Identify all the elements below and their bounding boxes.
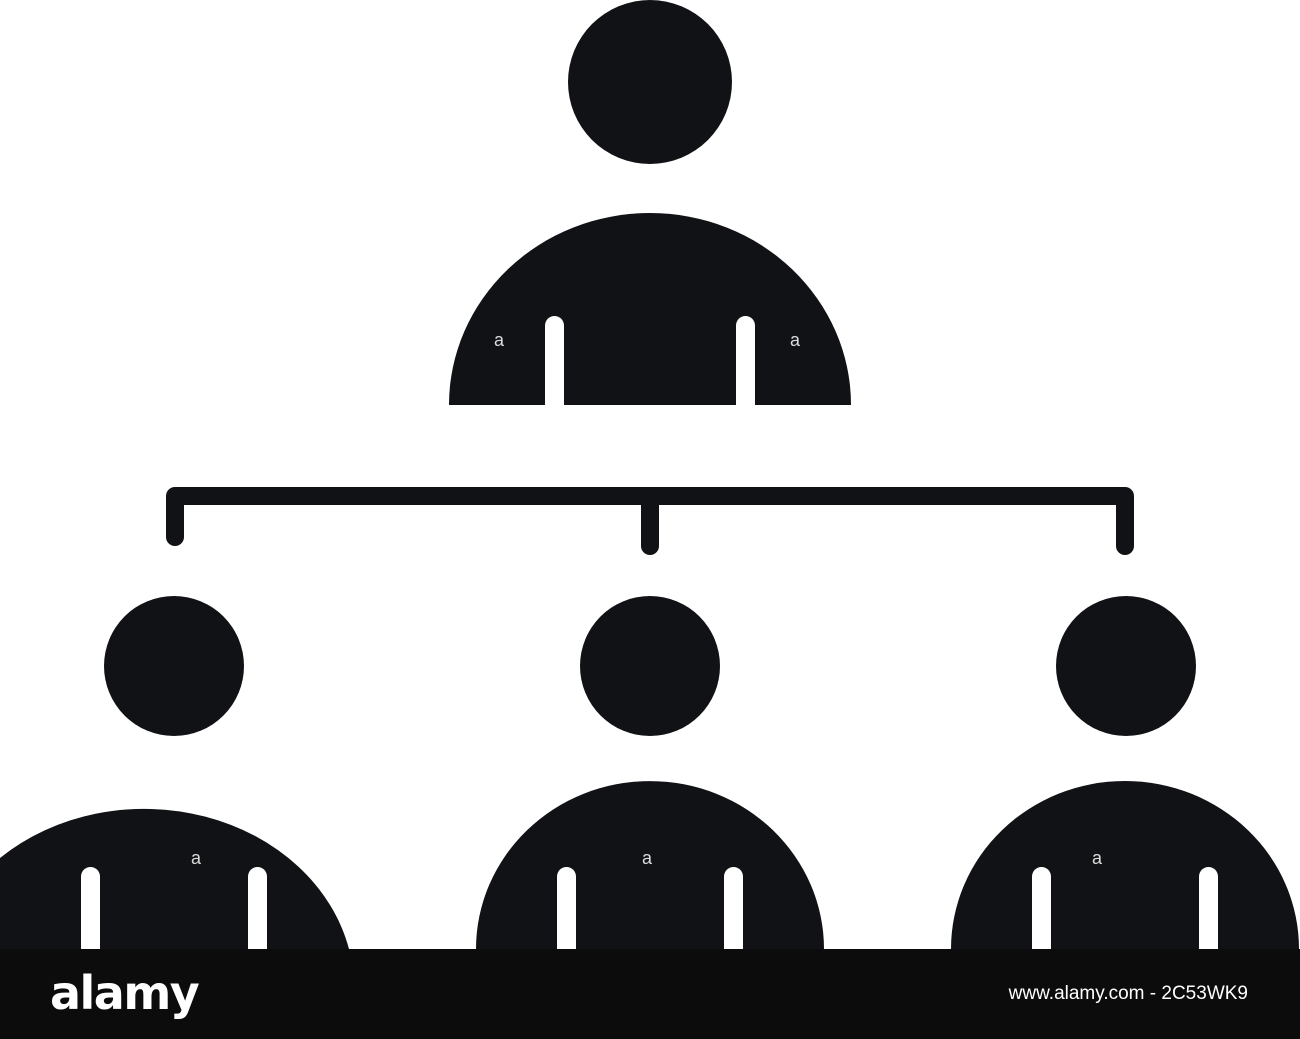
member-center-body <box>476 781 824 949</box>
member-right-arm-line-left <box>1032 867 1051 949</box>
member-person-left <box>0 596 349 949</box>
leader-arm-line-right <box>736 316 755 416</box>
member-right-head <box>1056 596 1196 736</box>
member-person-right <box>951 596 1299 949</box>
image-id-text: www.alamy.com - 2C53WK9 <box>1008 983 1248 1004</box>
leader-head <box>568 0 732 164</box>
org-chart-icon <box>0 0 1299 949</box>
member-right-body <box>951 781 1299 949</box>
leader-body <box>449 213 851 405</box>
member-center-arm-line-right <box>724 867 743 949</box>
member-person-center <box>476 596 824 949</box>
member-right-arm-line-right <box>1199 867 1218 949</box>
member-left-arm-line-left <box>81 867 100 949</box>
connector-lines <box>166 487 1134 555</box>
member-left-arm-line-right <box>248 867 267 949</box>
leader-arm-line-left <box>545 316 564 416</box>
member-center-head <box>580 596 720 736</box>
member-left-head <box>104 596 244 736</box>
member-center-arm-line-left <box>557 867 576 949</box>
footer-bar: alamy www.alamy.com - 2C53WK9 <box>0 949 1300 1039</box>
member-left-body <box>0 808 349 949</box>
leader-person <box>449 0 851 416</box>
brand-logo: alamy <box>50 966 200 1020</box>
